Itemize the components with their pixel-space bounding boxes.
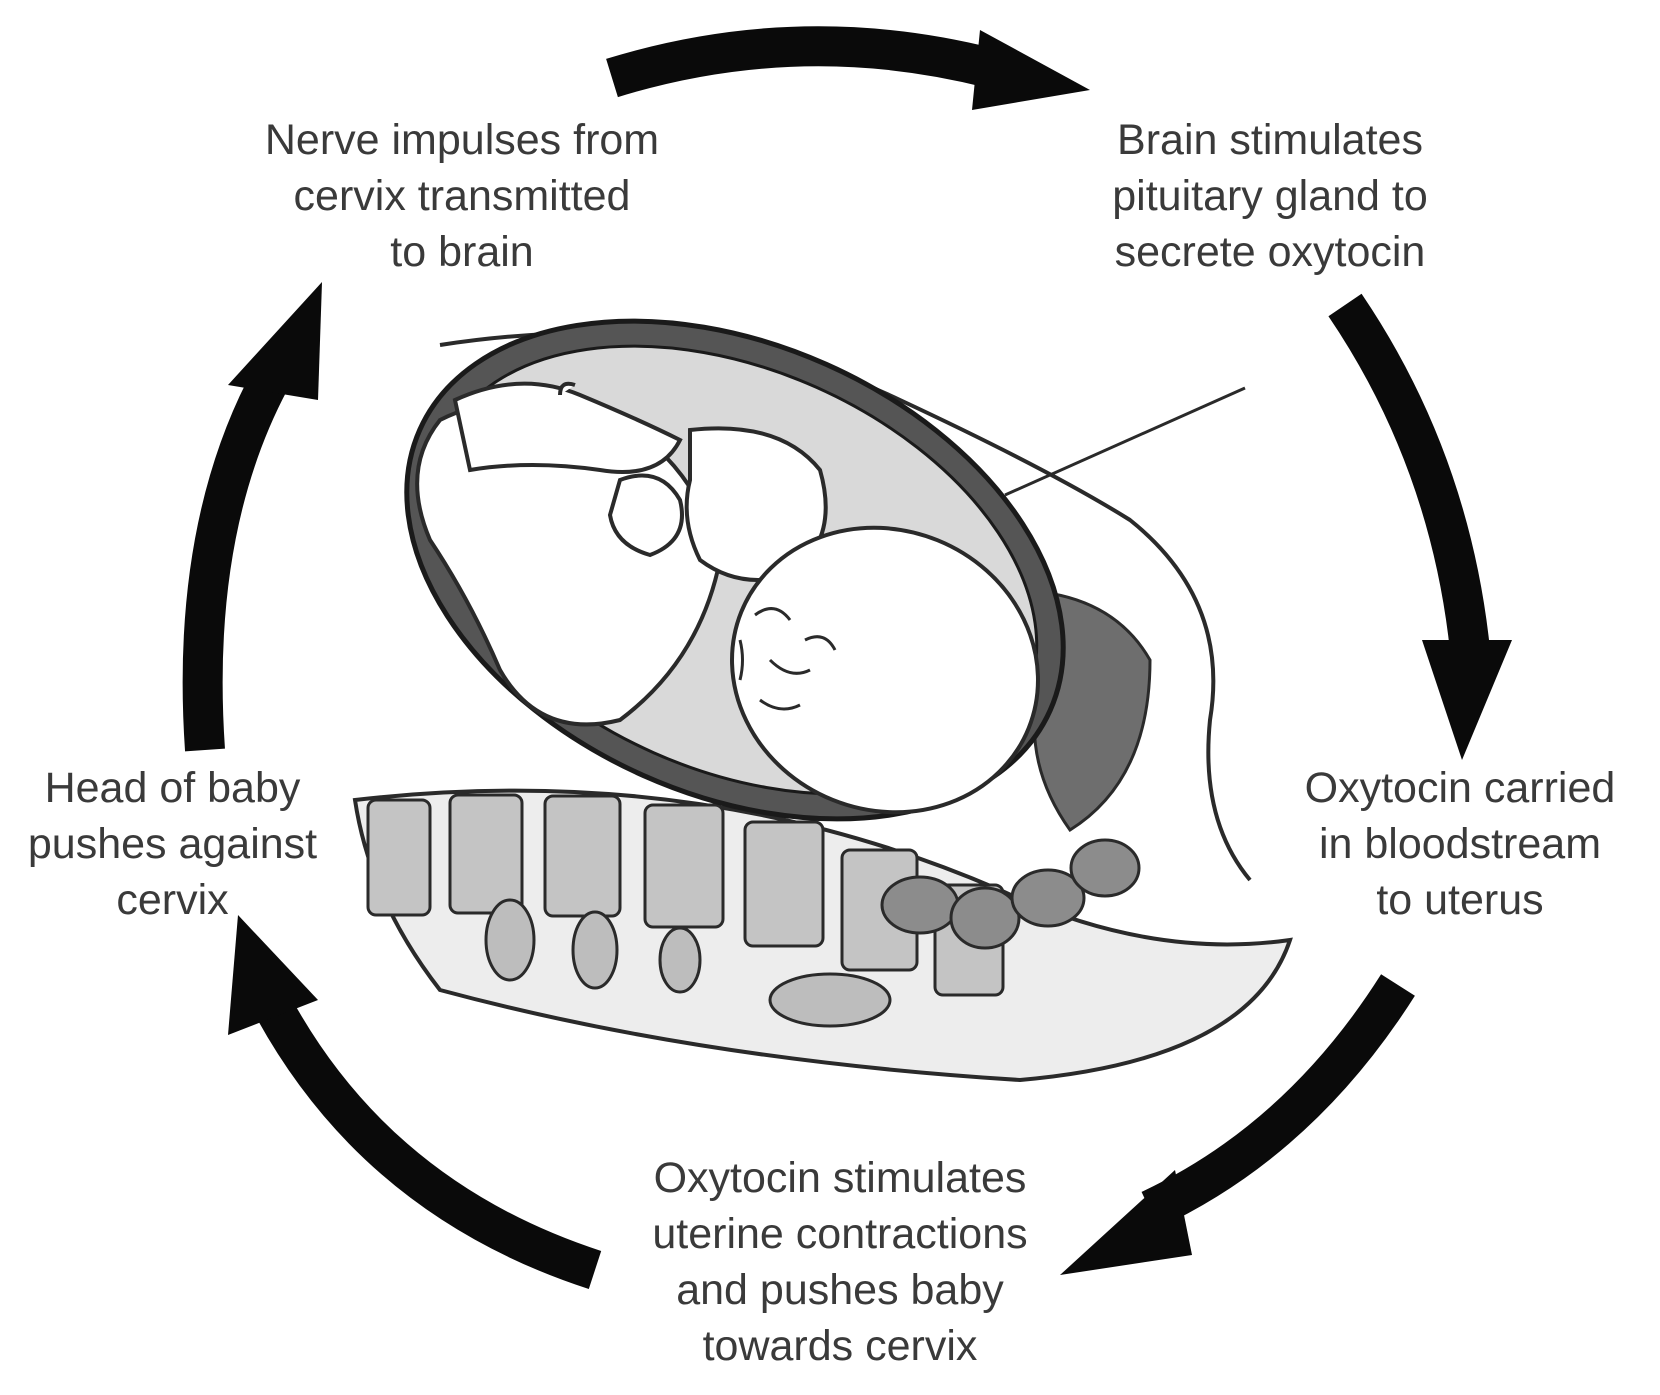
step-label-oxytocin-stimulates: Oxytocin stimulates uterine contractions…	[590, 1150, 1090, 1374]
arrow-left-head	[228, 282, 322, 400]
arrow-left	[182, 370, 288, 752]
step-line: in bloodstream	[1318, 820, 1602, 868]
fetus-face	[738, 607, 837, 711]
step-line: cervix transmitted	[293, 172, 631, 220]
step-label-brain-stimulates: Brain stimulates pituitary gland to secr…	[1060, 112, 1480, 280]
arrow-top	[606, 26, 995, 98]
arrow-top-head	[972, 30, 1090, 110]
pelvic-bones	[484, 898, 892, 1028]
step-line: secrete oxytocin	[1114, 228, 1426, 276]
step-line: towards cervix	[702, 1322, 978, 1370]
arrow-lower-left	[257, 1000, 602, 1290]
step-label-oxytocin-carried: Oxytocin carried in bloodstream to uteru…	[1260, 760, 1660, 928]
step-label-nerve-impulses: Nerve impulses from cervix transmitted t…	[232, 112, 692, 280]
spine	[366, 793, 1005, 997]
arrow-right	[1328, 293, 1490, 653]
arrow-lower-right-head	[1060, 1170, 1192, 1275]
step-line: cervix	[116, 876, 229, 924]
step-line: Oxytocin carried	[1304, 764, 1616, 812]
step-line: to brain	[390, 228, 534, 276]
step-line: Brain stimulates	[1117, 116, 1423, 164]
step-label-head-of-baby: Head of baby pushes against cervix	[0, 760, 345, 928]
step-line: to uterus	[1376, 876, 1544, 924]
cycle-arrows	[182, 26, 1512, 1290]
step-line: pushes against	[27, 820, 318, 868]
arrow-lower-right	[1141, 974, 1415, 1229]
arrow-right-head	[1422, 640, 1512, 760]
step-line: uterine contractions	[652, 1210, 1028, 1258]
fetus	[415, 381, 1040, 815]
fetus-in-uterus-illustration	[352, 318, 1293, 1083]
step-line: Nerve impulses from	[264, 116, 660, 164]
step-line: pituitary gland to	[1112, 172, 1428, 220]
pointer-line	[1004, 386, 1246, 497]
step-line: Head of baby	[44, 764, 301, 812]
step-line: and pushes baby	[676, 1266, 1004, 1314]
step-line: Oxytocin stimulates	[653, 1154, 1027, 1202]
arrow-lower-left-head	[228, 915, 318, 1035]
